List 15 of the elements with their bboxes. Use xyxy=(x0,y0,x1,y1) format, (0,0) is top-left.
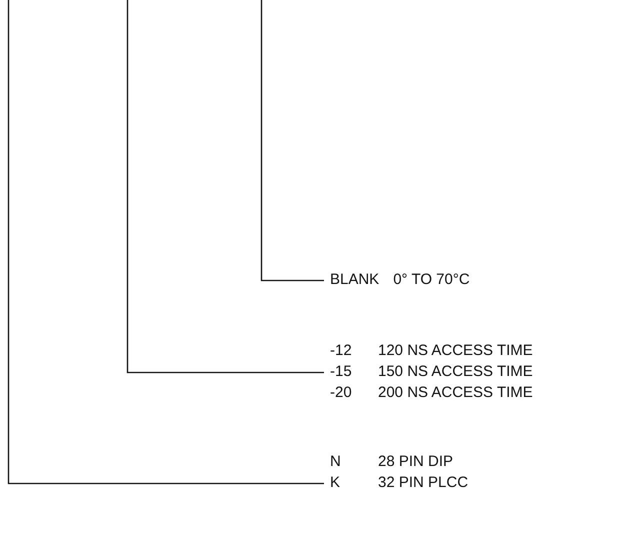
option-description: 0° TO 70°C xyxy=(393,271,470,289)
option-description: 150 NS ACCESS TIME xyxy=(378,363,533,381)
leader-line xyxy=(260,0,324,282)
option-code: N xyxy=(330,453,342,471)
leader-line xyxy=(8,0,324,484)
option-code: -15 xyxy=(330,363,353,381)
option-description: 28 PIN DIP xyxy=(378,453,454,471)
option-code: BLANK xyxy=(330,271,380,289)
option-description: 32 PIN PLCC xyxy=(378,474,468,492)
leader-line xyxy=(126,0,324,374)
option-code: K xyxy=(330,474,342,492)
option-code: -12 xyxy=(330,342,353,360)
option-code: -20 xyxy=(330,384,353,402)
option-description: 200 NS ACCESS TIME xyxy=(378,384,533,402)
option-description: 120 NS ACCESS TIME xyxy=(378,342,533,360)
